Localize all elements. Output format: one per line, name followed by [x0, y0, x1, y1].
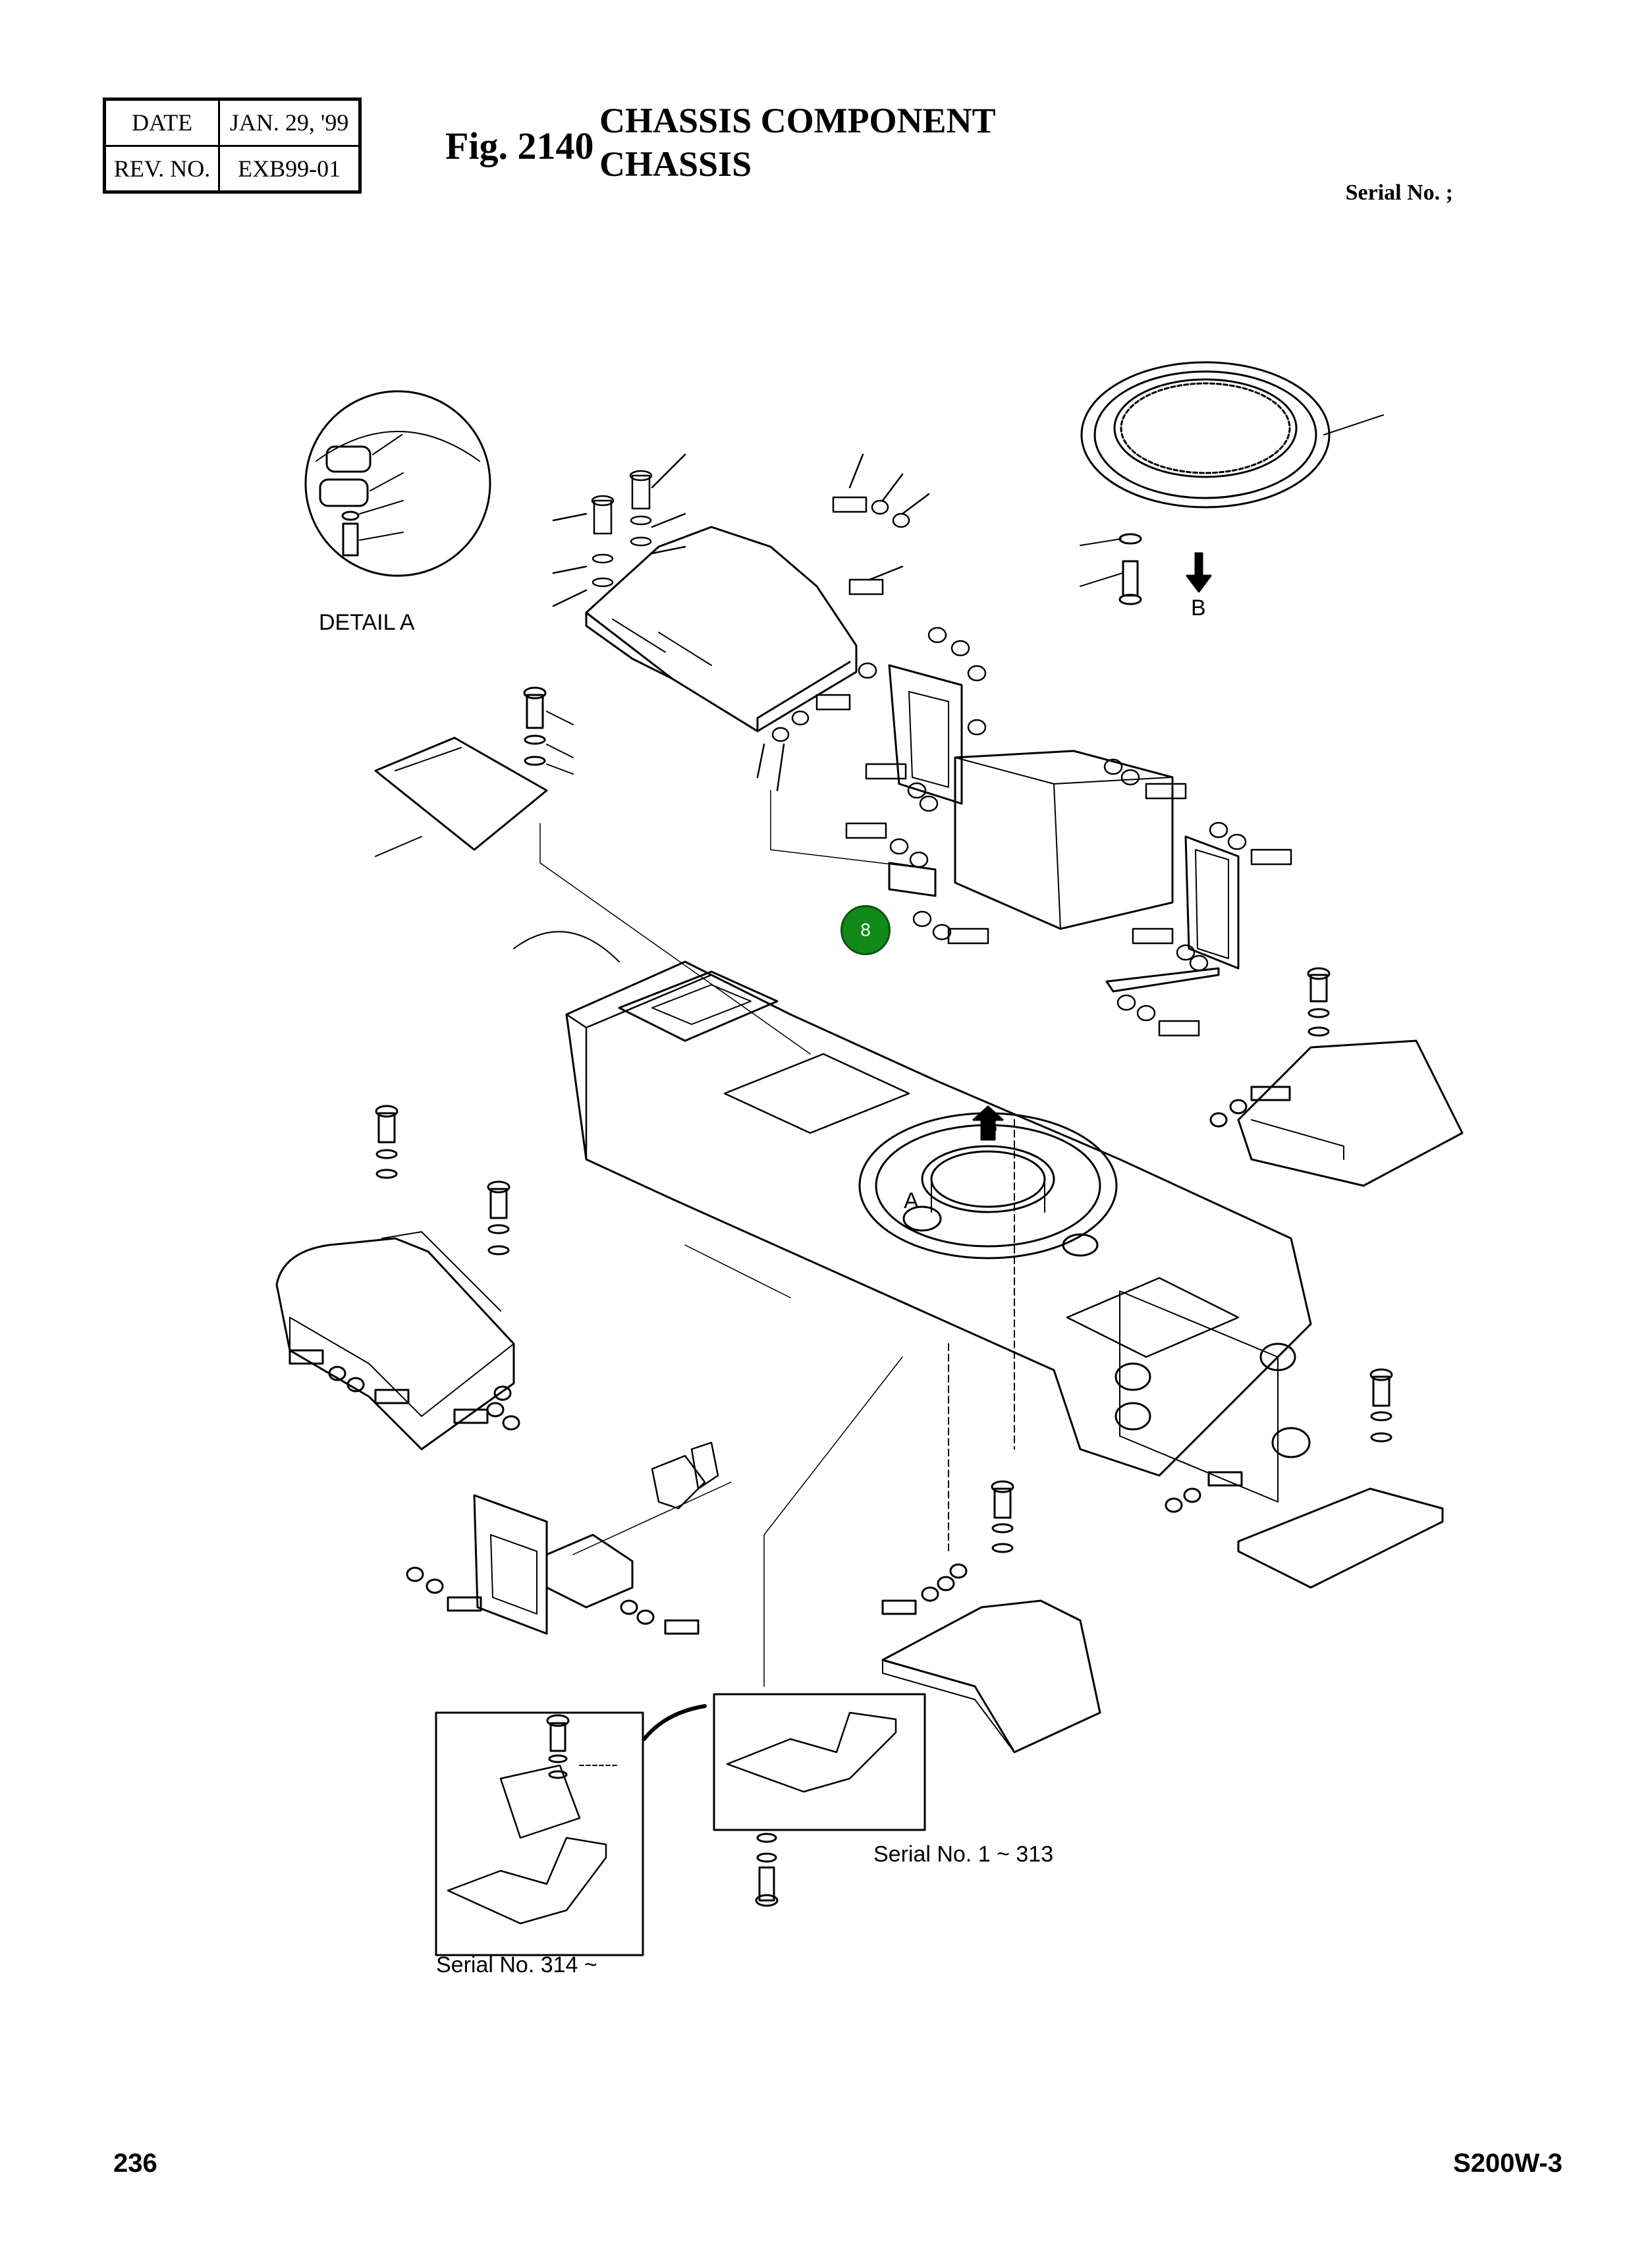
title-line-2: CHASSIS: [599, 144, 752, 184]
serial-range-label-2: Serial No. 314 ~: [436, 1952, 597, 1977]
figure-number: Fig. 2140: [445, 124, 594, 167]
part-callout-8[interactable]: 8: [840, 905, 891, 955]
view-b-label-top: B: [1191, 595, 1206, 621]
main-chassis-frame: [513, 931, 1312, 1555]
date-label: DATE: [103, 98, 221, 147]
serial-inset-314: [435, 1704, 707, 1956]
revision-table: DATE JAN. 29, '99 REV. NO. EXB99-01: [103, 97, 362, 194]
figure-title: CHASSIS COMPONENT CHASSIS: [599, 99, 996, 186]
upper-fasteners: [552, 453, 930, 792]
serial-range-label-1: Serial No. 1 ~ 313: [873, 1842, 1054, 1867]
rev-label: REV. NO.: [103, 144, 221, 193]
detail-a-label: DETAIL A: [319, 610, 415, 635]
right-lower-plate: [1165, 1368, 1444, 1589]
date-value: JAN. 29, '99: [218, 98, 361, 147]
upper-cover: [585, 526, 858, 732]
model-number: S200W-3: [1453, 2149, 1562, 2178]
left-upper-plate: [374, 686, 574, 857]
detail-a-view: [304, 390, 491, 577]
left-lower-cover: [275, 1105, 520, 1451]
view-b-label-center: B: [983, 1113, 998, 1138]
battery-box-bracket: [888, 664, 1240, 993]
swing-bearing-ring: [1080, 361, 1384, 605]
right-side-cover: [1209, 967, 1464, 1187]
left-bracket-assembly: [406, 1441, 719, 1635]
center-lower-cover: [881, 1480, 1101, 1754]
leader-lines: [539, 790, 936, 1687]
point-a-label: A: [904, 1188, 919, 1213]
title-line-1: CHASSIS COMPONENT: [599, 101, 996, 140]
box-fasteners: [845, 626, 1292, 1037]
serial-inset-1-313: [713, 1693, 926, 1907]
serial-number-label: Serial No. ;: [1345, 180, 1453, 205]
rev-value: EXB99-01: [218, 144, 361, 193]
page-number: 236: [113, 2149, 157, 2178]
